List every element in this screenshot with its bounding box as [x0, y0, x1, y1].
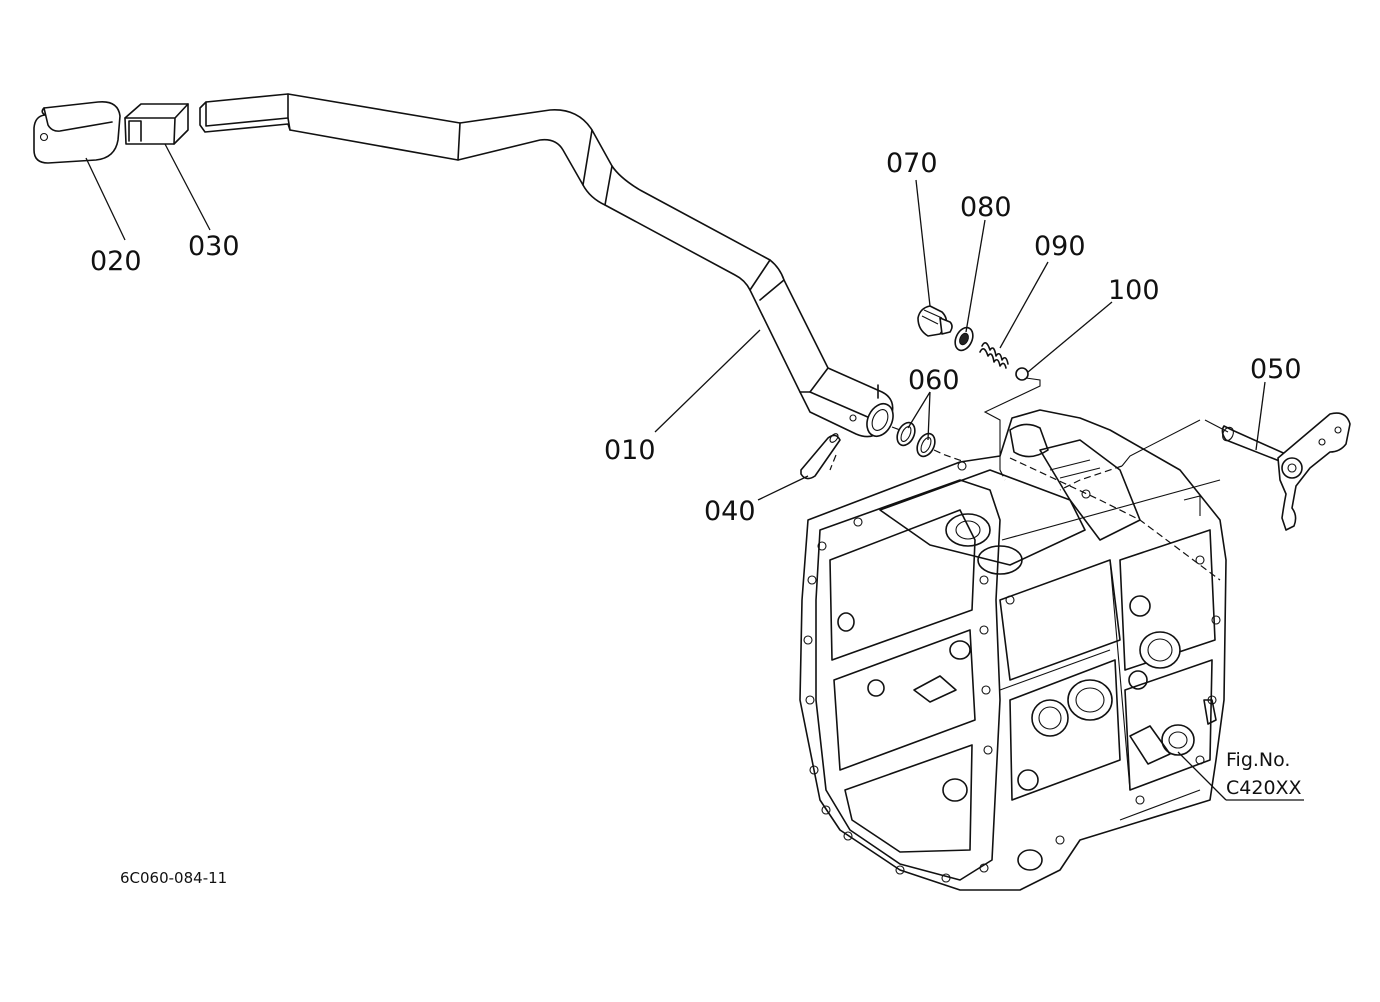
- label-010: 010: [604, 435, 656, 466]
- washer-part[interactable]: [952, 325, 977, 354]
- label-030: 030: [188, 231, 240, 262]
- figure-reference-title: Fig.No.: [1226, 749, 1290, 771]
- shift-arm-part[interactable]: [1221, 412, 1351, 531]
- pin-part[interactable]: [800, 432, 841, 480]
- ball-part[interactable]: [1015, 367, 1029, 381]
- label-060: 060: [908, 365, 960, 396]
- leader-lines: [85, 143, 1304, 801]
- label-040: 040: [704, 496, 756, 527]
- shift-lever-part[interactable]: [199, 93, 898, 440]
- label-070: 070: [886, 148, 938, 179]
- part-labels: 010 020 030 040 050 060 070 080 090 100: [90, 148, 1302, 527]
- figure-reference: Fig.No. C420XX: [1226, 749, 1302, 799]
- assembly-lines: [829, 377, 1229, 581]
- knob-part[interactable]: [33, 100, 121, 164]
- figure-reference-number: C420XX: [1226, 777, 1302, 799]
- spring-part[interactable]: [979, 342, 1009, 369]
- label-020: 020: [90, 246, 142, 277]
- o-rings-part[interactable]: [894, 420, 939, 460]
- drawing-code: 6C060-084-11: [120, 869, 227, 887]
- label-050: 050: [1250, 354, 1302, 385]
- sleeve-part[interactable]: [124, 103, 189, 145]
- label-090: 090: [1034, 231, 1086, 262]
- label-100: 100: [1108, 275, 1160, 306]
- plug-part[interactable]: [917, 305, 953, 337]
- transmission-case: [799, 409, 1227, 891]
- label-080: 080: [960, 192, 1012, 223]
